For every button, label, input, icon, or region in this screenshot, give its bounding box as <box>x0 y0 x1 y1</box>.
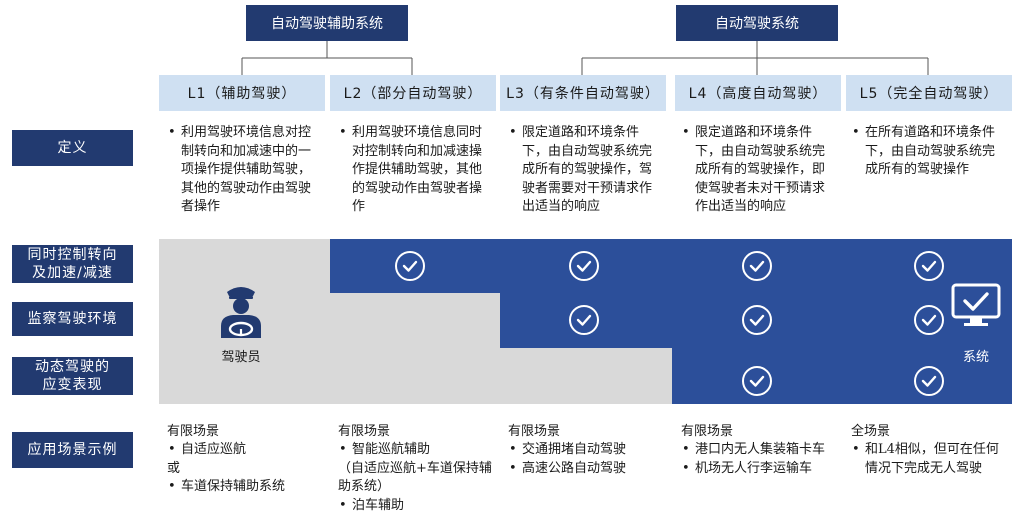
usecase-item: 和L4相似，但可在任何情况下完成无人驾驶 <box>851 441 1003 478</box>
usecase-item: 或 <box>167 460 181 476</box>
usecase-head: 有限场景 <box>508 424 561 439</box>
usecase-item: 智能巡航辅助 <box>338 441 496 460</box>
usecase-l1: 有限场景 自适应巡航 或 车道保持辅助系统 <box>167 423 327 497</box>
level-header-l1: L1（辅助驾驶） <box>159 75 325 111</box>
usecase-item: 港口内无人集装箱卡车 <box>681 441 829 460</box>
usecase-l5: 全场景 和L4相似，但可在任何情况下完成无人驾驶 <box>851 423 1003 478</box>
definition-l2: 利用驾驶环境信息同时对控制转向和加减速操作提供辅助驾驶，其他的驾驶动作由驾驶者操… <box>338 124 490 217</box>
check-circle-icon <box>749 375 765 387</box>
driver-icon <box>221 287 261 338</box>
definition-text: 限定道路和环境条件下，由自动驾驶系统完成所有的驾驶操作，即使驾驶者未对干预请求作… <box>681 124 833 217</box>
system-area <box>330 239 1012 404</box>
usecase-item: 机场无人行李运输车 <box>681 460 829 479</box>
definition-l5: 在所有道路和环境条件下，由自动驾驶系统完成所有的驾驶操作 <box>851 124 1003 180</box>
definition-text: 在所有道路和环境条件下，由自动驾驶系统完成所有的驾驶操作 <box>851 124 1003 180</box>
check-control-l3 <box>569 251 599 281</box>
definition-text: 限定道路和环境条件下，由自动驾驶系统完成所有的驾驶操作，驾驶者需要对干预请求作出… <box>508 124 660 217</box>
usecase-item: （自适应巡航+车道保持辅助系统） <box>338 460 492 495</box>
check-control-l5 <box>914 251 944 281</box>
row-label-fallback: 动态驾驶的 应变表现 <box>12 357 133 395</box>
usecase-item: 交通拥堵自动驾驶 <box>508 441 666 460</box>
usecase-head: 有限场景 <box>681 424 734 439</box>
check-circle-icon <box>576 314 592 326</box>
definition-l3: 限定道路和环境条件下，由自动驾驶系统完成所有的驾驶操作，驾驶者需要对干预请求作出… <box>508 124 660 217</box>
check-monitor-l4 <box>742 305 772 335</box>
group-title-assist: 自动驾驶辅助系统 <box>246 5 408 41</box>
driver-actor: 驾驶员 <box>196 282 286 374</box>
check-circle-icon <box>921 375 937 387</box>
check-circle-icon <box>576 260 592 272</box>
usecase-item: 自适应巡航 <box>167 441 327 460</box>
row-label-usecase: 应用场景示例 <box>12 432 133 468</box>
system-actor: 系统 <box>940 282 1012 374</box>
usecase-l4: 有限场景 港口内无人集装箱卡车 机场无人行李运输车 <box>681 423 829 478</box>
driver-label: 驾驶员 <box>221 350 261 365</box>
level-header-l3: L3（有条件自动驾驶） <box>500 75 666 111</box>
check-circle-icon <box>921 314 937 326</box>
row-label-monitor: 监察驾驶环境 <box>12 302 133 336</box>
usecase-item: 车道保持辅助系统 <box>167 478 327 497</box>
level-header-l4: L4（高度自动驾驶） <box>675 75 841 111</box>
check-circle-icon <box>749 260 765 272</box>
definition-text: 利用驾驶环境信息对控制转向和加减速中的一项操作提供辅助驾驶，其他的驾驶动作由驾驶… <box>167 124 319 217</box>
definition-text: 利用驾驶环境信息同时对控制转向和加减速操作提供辅助驾驶，其他的驾驶动作由驾驶者操… <box>338 124 490 217</box>
check-monitor-l5 <box>914 305 944 335</box>
check-circle-icon <box>921 260 937 272</box>
definition-l1: 利用驾驶环境信息对控制转向和加减速中的一项操作提供辅助驾驶，其他的驾驶动作由驾驶… <box>167 124 319 217</box>
check-circle-icon <box>749 314 765 326</box>
level-header-l5: L5（完全自动驾驶） <box>846 75 1012 111</box>
usecase-head: 有限场景 <box>338 424 391 439</box>
level-header-l2: L2（部分自动驾驶） <box>330 75 496 111</box>
check-control-l2 <box>395 251 425 281</box>
usecase-head: 有限场景 <box>167 424 220 439</box>
check-monitor-l3 <box>569 305 599 335</box>
system-label: 系统 <box>962 350 989 365</box>
row-label-definition: 定义 <box>12 130 133 166</box>
usecase-item: 高速公路自动驾驶 <box>508 460 666 479</box>
hierarchy-connectors <box>241 41 929 75</box>
check-circle-icon <box>402 260 418 272</box>
check-control-l4 <box>742 251 772 281</box>
row-label-control: 同时控制转向 及加速/减速 <box>12 245 133 283</box>
definition-l4: 限定道路和环境条件下，由自动驾驶系统完成所有的驾驶操作，即使驾驶者未对干预请求作… <box>681 124 833 217</box>
usecase-item: 泊车辅助 <box>338 497 496 516</box>
group-title-auto: 自动驾驶系统 <box>676 5 838 41</box>
check-fallback-l5 <box>914 366 944 396</box>
check-fallback-l4 <box>742 366 772 396</box>
usecase-head: 全场景 <box>851 424 891 439</box>
usecase-l3: 有限场景 交通拥堵自动驾驶 高速公路自动驾驶 <box>508 423 666 478</box>
usecase-l2: 有限场景 智能巡航辅助 （自适应巡航+车道保持辅助系统） 泊车辅助 <box>338 423 496 515</box>
monitor-check-icon <box>951 283 1001 326</box>
